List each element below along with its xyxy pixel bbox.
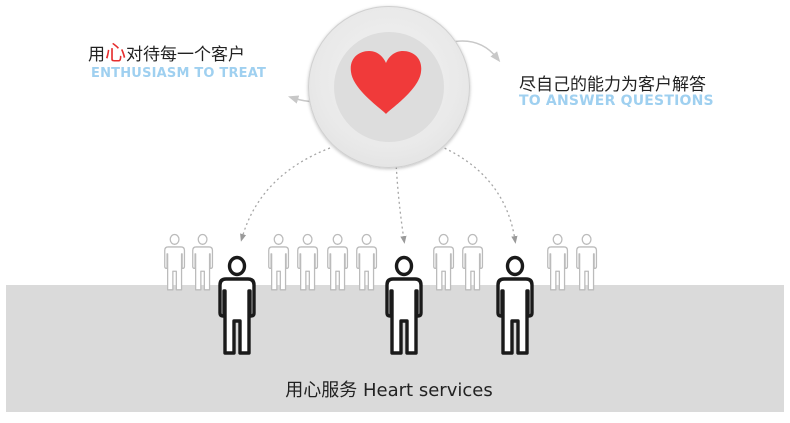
background-person-icon [296, 233, 319, 295]
background-person-icon [163, 233, 186, 295]
highlighted-person-icon [217, 255, 257, 359]
connector-right [439, 145, 518, 244]
heart-icon [350, 51, 422, 114]
background-person-icon [191, 233, 214, 295]
background-person-icon [461, 233, 484, 295]
background-person-icon [267, 233, 290, 295]
background-person-icon [546, 233, 569, 295]
connector-middle [395, 161, 407, 244]
left-caption-english: ENTHUSIASM TO TREAT [91, 66, 267, 81]
background-person-icon [575, 233, 598, 295]
background-person-icon [432, 233, 455, 295]
left-caption-suffix: 对待每一个客户 [126, 45, 245, 65]
highlighted-person-icon [384, 255, 424, 359]
background-person-icon [355, 233, 378, 295]
background-person-icon [326, 233, 349, 295]
footer-caption: 用心服务 Heart services [285, 380, 493, 401]
right-caption-chinese: 尽自己的能力为客户解答 [519, 75, 706, 95]
left-caption-chinese: 用心对待每一个客户 [88, 37, 245, 67]
left-caption-accent: 心 [105, 41, 126, 65]
highlighted-person-icon [495, 255, 535, 359]
right-caption-english: TO ANSWER QUESTIONS [519, 93, 714, 109]
left-caption-prefix: 用 [88, 45, 105, 65]
connector-left [240, 147, 331, 242]
